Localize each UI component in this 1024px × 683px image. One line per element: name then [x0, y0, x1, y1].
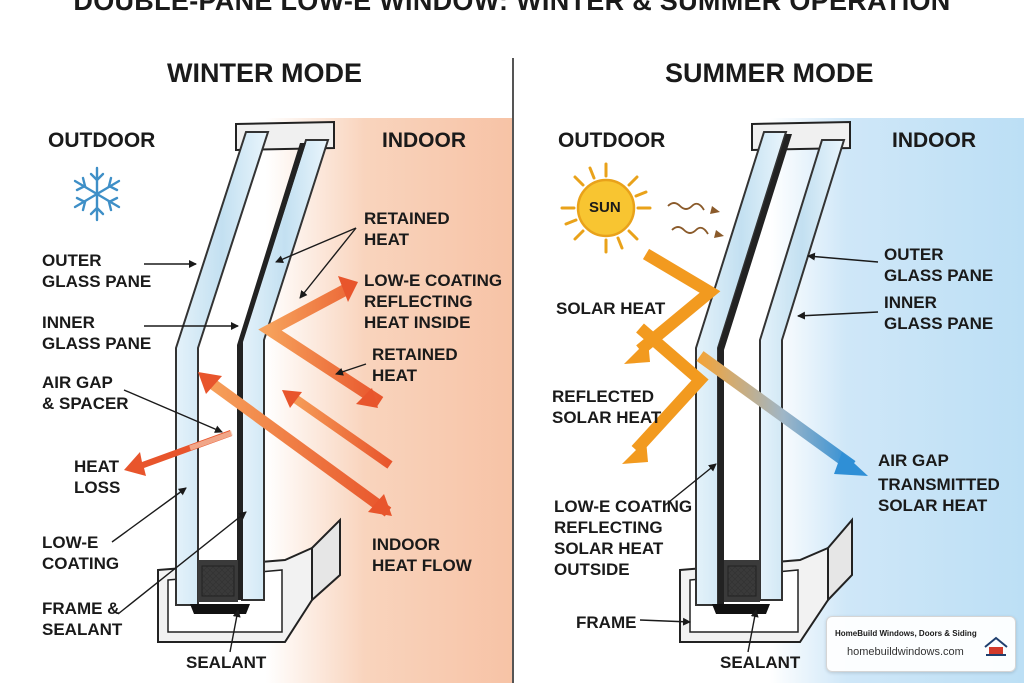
watermark-url: homebuildwindows.com	[847, 646, 964, 658]
sun-label: SUN	[589, 199, 621, 216]
winter-air-gap-spacer-label: AIR GAP & SPACER	[42, 373, 129, 413]
winter-frame-sealant-label: FRAME & SEALANT	[42, 599, 123, 639]
winter-retained-heat-mid-label: RETAINED HEAT	[372, 345, 458, 385]
summer-inner-glass-pane-label: INNER GLASS PANE	[884, 293, 994, 333]
summer-low-e-reflecting-label: LOW-E COATING REFLECTING SOLAR HEAT OUTS…	[554, 497, 693, 579]
winter-heat-arrows	[124, 276, 393, 517]
reflected-solar-heat-arrow	[631, 323, 709, 455]
summer-mode-heading: SUMMER MODE	[665, 58, 874, 88]
summer-outer-glass-pane-label: OUTER GLASS PANE	[884, 245, 994, 285]
sun-icon	[560, 162, 652, 254]
summer-reflected-solar-heat-label: REFLECTED SOLAR HEAT	[552, 387, 662, 427]
brand-watermark: HomeBuild Windows, Doors & Siding homebu…	[826, 616, 1016, 672]
snowflake-icon	[73, 166, 121, 222]
winter-outer-glass-pane-label: OUTER GLASS PANE	[42, 251, 152, 291]
winter-heat-loss-label: HEAT LOSS	[74, 457, 121, 497]
indoor-heat-flow-arrow	[206, 377, 392, 517]
transmitted-solar-heat-arrow	[696, 351, 856, 471]
retained-heat-arrow	[287, 391, 393, 469]
summer-sealant-label: SEALANT	[720, 653, 801, 672]
summer-solar-arrows	[622, 248, 868, 476]
winter-inner-glass-pane-label: INNER GLASS PANE	[42, 313, 152, 353]
winter-low-e-coating-label: LOW-E COATING	[42, 533, 120, 573]
watermark-company-name: HomeBuild Windows, Doors & Siding	[835, 629, 977, 638]
winter-outdoor-label: OUTDOOR	[48, 129, 156, 152]
winter-sealant-label: SEALANT	[186, 653, 267, 672]
homebuild-logo-icon	[984, 636, 1008, 656]
low-e-reflection-arrow	[258, 284, 384, 408]
summer-transmitted-solar-heat-label: TRANSMITTED SOLAR HEAT	[878, 475, 1000, 515]
summer-leader-lines	[639, 252, 879, 653]
summer-solar-heat-label: SOLAR HEAT	[556, 299, 666, 318]
solar-heat-arrow	[636, 248, 721, 355]
heat-wave-lines	[667, 202, 724, 238]
summer-air-gap-label: AIR GAP	[878, 451, 949, 470]
winter-leader-lines	[111, 227, 367, 653]
summer-indoor-label: INDOOR	[892, 129, 976, 152]
winter-retained-heat-top-label: RETAINED HEAT	[364, 209, 450, 249]
winter-mode-heading: WINTER MODE	[167, 58, 362, 88]
winter-indoor-label: INDOOR	[382, 129, 466, 152]
mode-divider	[512, 58, 514, 683]
diagram-title: DOUBLE-PANE LOW-E WINDOW: WINTER & SUMME…	[73, 0, 951, 16]
winter-low-e-reflecting-label: LOW-E COATING REFLECTING HEAT INSIDE	[364, 271, 503, 332]
winter-indoor-heat-flow-label: INDOOR HEAT FLOW	[372, 535, 472, 575]
summer-frame-label: FRAME	[576, 613, 637, 632]
summer-outdoor-label: OUTDOOR	[558, 129, 666, 152]
winter-window	[157, 120, 341, 643]
